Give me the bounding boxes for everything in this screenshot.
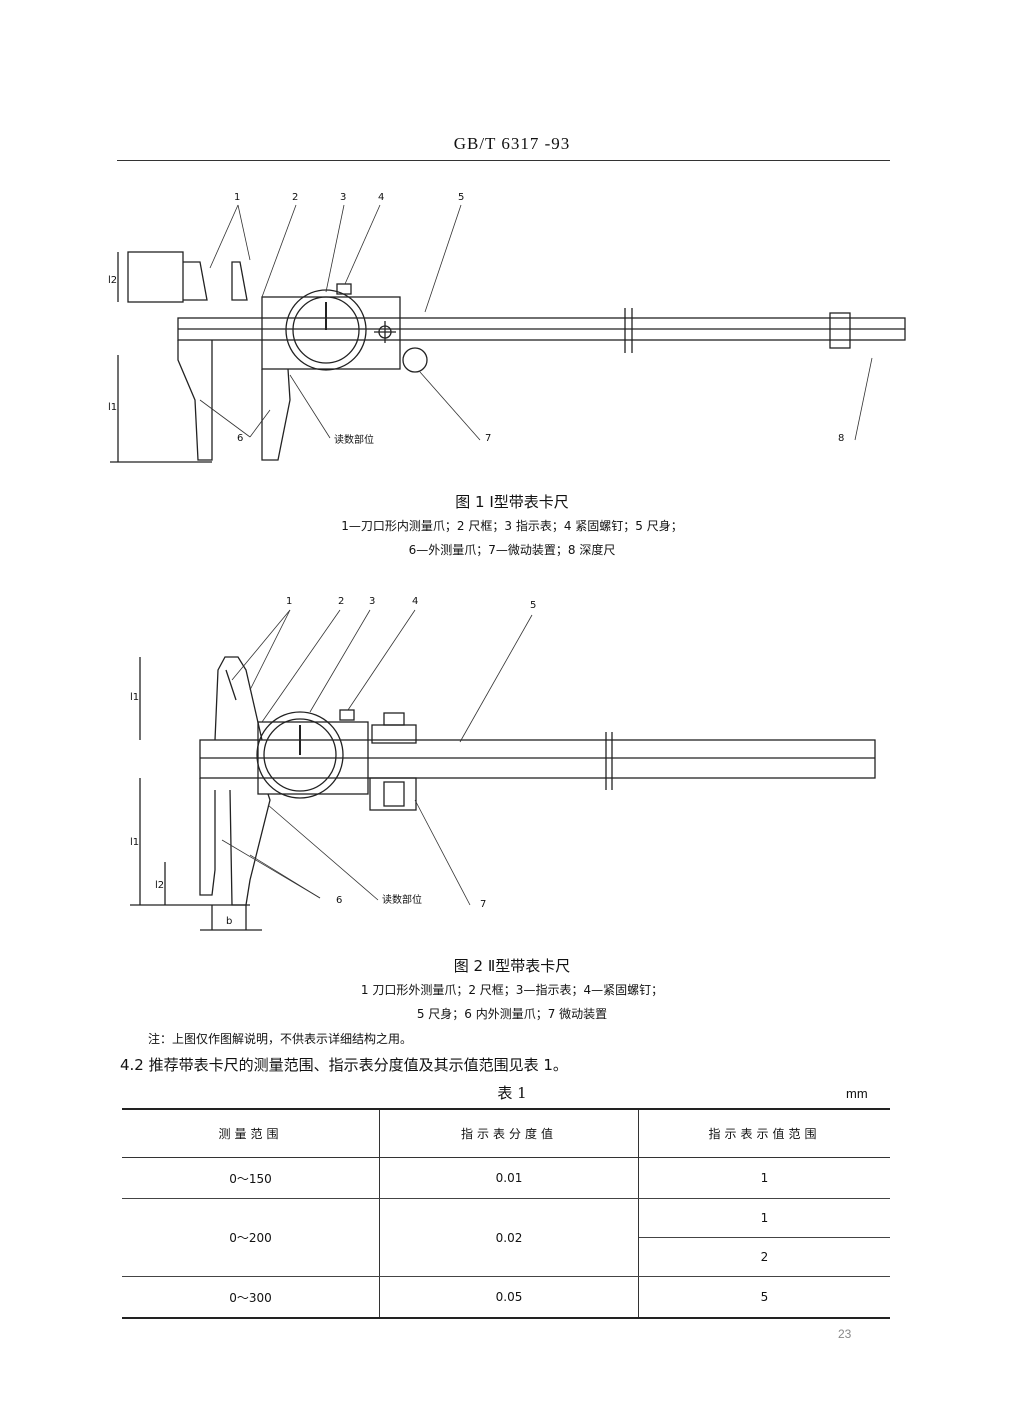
table-row: 2 (122, 1237, 890, 1277)
table-unit: mm (846, 1086, 868, 1101)
table-row: 0～150 0.01 1 (122, 1157, 890, 1199)
figure1-caption-title: 图 1 Ⅰ型带表卡尺 (455, 493, 569, 511)
fig1-callout-3: 3 (340, 192, 346, 203)
table-title: 表 1 (497, 1084, 527, 1102)
header-range: 测量范围 (122, 1108, 380, 1158)
cell-range: 0～150 (122, 1157, 380, 1199)
fig2-callout-7: 7 (480, 899, 486, 910)
fig2-callout-6: 6 (336, 895, 342, 906)
fig2-reading-label: 读数部位 (382, 893, 422, 906)
figure2-caption-line2: 5 尺身；6 内外测量爪；7 微动装置 (416, 1007, 608, 1021)
fig2-callout-1: 1 (286, 596, 292, 607)
fig2-dim-b: b (226, 916, 232, 927)
figure2-caption-title: 图 2 Ⅱ型带表卡尺 (453, 957, 571, 975)
fig2-callout-4: 4 (412, 596, 418, 607)
fig1-callout-2: 2 (292, 192, 298, 203)
page-number: 23 (838, 1327, 852, 1341)
fig1-callout-1: 1 (234, 192, 240, 203)
page-header-title: GB/T 6317 -93 (453, 134, 571, 153)
cell-indication: 2 (638, 1237, 890, 1277)
header-indication: 指示表示值范围 (638, 1108, 890, 1158)
figure1-caption-line2: 6—外测量爪；7—微动装置；8 深度尺 (408, 543, 616, 557)
cell-range: 0～200 (122, 1198, 380, 1277)
fig1-reading-label: 读数部位 (334, 433, 374, 446)
cell-indication: 5 (638, 1276, 890, 1319)
specification-table: 测量范围 指示表分度值 指示表示值范围 0～150 0.01 1 0～200 0… (122, 1108, 890, 1319)
fig1-callout-5: 5 (458, 192, 464, 203)
fig1-dim-l1: l1 (108, 402, 117, 413)
table-header-row: 测量范围 指示表分度值 指示表示值范围 (122, 1108, 890, 1158)
cell-indication: 1 (638, 1198, 890, 1238)
cell-division: 0.02 (379, 1198, 639, 1277)
fig1-dim-l2: l2 (108, 275, 117, 286)
fig1-callout-8: 8 (838, 433, 844, 444)
header-rule (117, 160, 890, 161)
figure1-caption-line1: 1—刀口形内测量爪；2 尺框；3 指示表；4 紧固螺钉；5 尺身； (341, 519, 683, 533)
cell-indication: 1 (638, 1157, 890, 1199)
fig2-callout-5: 5 (530, 600, 536, 611)
figure1-caliper-drawing: 1 2 3 4 5 6 7 8 l2 l1 读数部位 (108, 192, 906, 463)
table-row: 0～300 0.05 5 (122, 1276, 890, 1319)
cell-division: 0.01 (379, 1157, 639, 1199)
fig2-callout-2: 2 (338, 596, 344, 607)
fig2-callout-3: 3 (369, 596, 375, 607)
table-row: 0～200 0.02 1 (122, 1198, 890, 1277)
fig1-callout-7: 7 (485, 433, 491, 444)
figure2-caliper-drawing: 1 2 3 4 5 6 7 l1 l1 l2 b 读数部位 (130, 596, 876, 931)
fig2-dim-l1-upper: l1 (130, 692, 139, 703)
fig1-callout-4: 4 (378, 192, 384, 203)
figure2-caption-line1: 1 刀口形外测量爪；2 尺框；3—指示表；4—紧固螺钉； (360, 983, 664, 997)
fig2-dim-l1-lower: l1 (130, 837, 139, 848)
cell-division: 0.05 (379, 1276, 639, 1319)
fig2-dim-l2: l2 (155, 880, 164, 891)
header-division: 指示表分度值 (379, 1108, 639, 1158)
section-4-2-paragraph: 4.2 推荐带表卡尺的测量范围、指示表分度值及其示值范围见表 1。 (120, 1056, 568, 1074)
fig1-callout-6: 6 (237, 433, 243, 444)
cell-range: 0～300 (122, 1276, 380, 1319)
figure-note: 注：上图仅作图解说明，不供表示详细结构之用。 (148, 1032, 413, 1046)
